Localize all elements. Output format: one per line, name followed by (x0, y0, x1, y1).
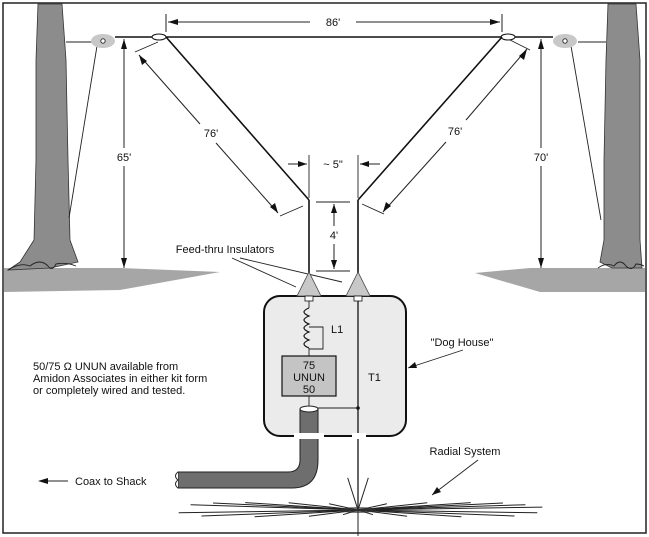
left-leg-label: 76' (204, 128, 218, 140)
right-leg-ext-top (509, 39, 531, 51)
feedthru-label: Feed-thru Insulators (176, 244, 275, 256)
left-ground (4, 268, 220, 292)
left-leg-dim-top (138, 54, 201, 125)
left-leg-dim-bottom (215, 142, 279, 214)
unun-bot-label: 50 (303, 384, 315, 396)
left-height-arrow-top (121, 39, 127, 49)
l1-tap (309, 326, 324, 350)
radial-hub (340, 507, 376, 513)
radial-arrow (432, 487, 441, 495)
right-tree-roots (597, 261, 645, 269)
radial-wire (201, 509, 359, 517)
unun-box (281, 355, 337, 397)
left-leg-ext-top (134, 41, 159, 53)
radial-wire (357, 509, 515, 517)
shield-junction (356, 406, 360, 410)
right-leg-dim-top (465, 48, 528, 121)
left-pulley-hub (100, 38, 106, 44)
right-pulley-hub (562, 38, 568, 44)
left-height-arrow-bottom (121, 258, 127, 268)
left-terminal (304, 295, 314, 302)
right-height-arrow-top (538, 39, 544, 49)
unun-top-label: 75 (303, 360, 315, 372)
span-label: 86' (326, 17, 340, 29)
right-tree (599, 3, 643, 269)
radial-wire (357, 509, 538, 514)
inductor-label: L1 (331, 324, 343, 336)
coax-shack-arrow-icon (38, 478, 48, 484)
left-leg-arrow-top (139, 55, 147, 65)
radial-wire (178, 509, 359, 514)
unun-mid-label: UNUN (293, 372, 325, 384)
radial-label: Radial System (430, 446, 501, 458)
left-height-label: 65' (117, 152, 131, 164)
radial-wire (347, 477, 359, 511)
right-guy (570, 45, 602, 221)
span-arrow-right (490, 19, 500, 25)
spacing-arrow-left (298, 161, 307, 167)
left-leg-arrow-bottom (270, 203, 278, 213)
feeder-label: 4' (330, 230, 338, 242)
coax-cut-end (175, 471, 179, 489)
left-leg-ext-bottom (279, 205, 304, 217)
left-leg-wire (165, 36, 310, 201)
left-guy (68, 45, 98, 219)
right-terminal (353, 295, 363, 302)
span-arrow-left (168, 19, 178, 25)
right-leg-arrow-top (519, 49, 527, 60)
right-leg-label: 76' (448, 126, 462, 138)
feeder-arrow-top (331, 204, 337, 213)
dog-house-label: "Dog House" (431, 337, 494, 349)
inductor-coil-icon (303, 307, 311, 349)
right-leg-wire (357, 36, 503, 201)
spacing-arrow-right (360, 161, 369, 167)
right-end-insulator (500, 33, 516, 41)
right-leg-dim-bottom (382, 141, 447, 213)
note-line-2: Amidon Associates in either kit form (33, 373, 207, 385)
dog-house-arrow (408, 362, 417, 368)
right-height-arrow-bottom (538, 258, 544, 268)
radial-wire (357, 509, 462, 518)
left-tree-roots (7, 261, 77, 271)
right-ground (475, 268, 645, 292)
radial-wire (357, 506, 543, 511)
radial-wire (357, 477, 369, 511)
radial-wire (245, 502, 359, 511)
feeder-arrow-bottom (331, 260, 337, 269)
right-height-label: 70' (534, 152, 548, 164)
coax-end (299, 405, 319, 413)
feedthru-pointer-2 (239, 257, 343, 283)
right-leg-arrow-bottom (383, 202, 391, 212)
radial-pointer (431, 459, 479, 496)
feedthru-pointer-1 (231, 257, 297, 288)
coax-label: Coax to Shack (75, 476, 147, 488)
dog-house-pointer (407, 349, 464, 369)
right-leg-ext-bottom (361, 203, 385, 215)
transformer-label: T1 (368, 372, 381, 384)
left-end-insulator (151, 33, 167, 41)
spacing-label: ~ 5" (323, 159, 343, 171)
note-line-3: or completely wired and tested. (33, 385, 185, 397)
radial-system (178, 477, 543, 536)
box-gap-right (352, 433, 366, 439)
note-line-1: 50/75 Ω UNUN available from (33, 361, 178, 373)
box-gap-left (294, 433, 324, 439)
